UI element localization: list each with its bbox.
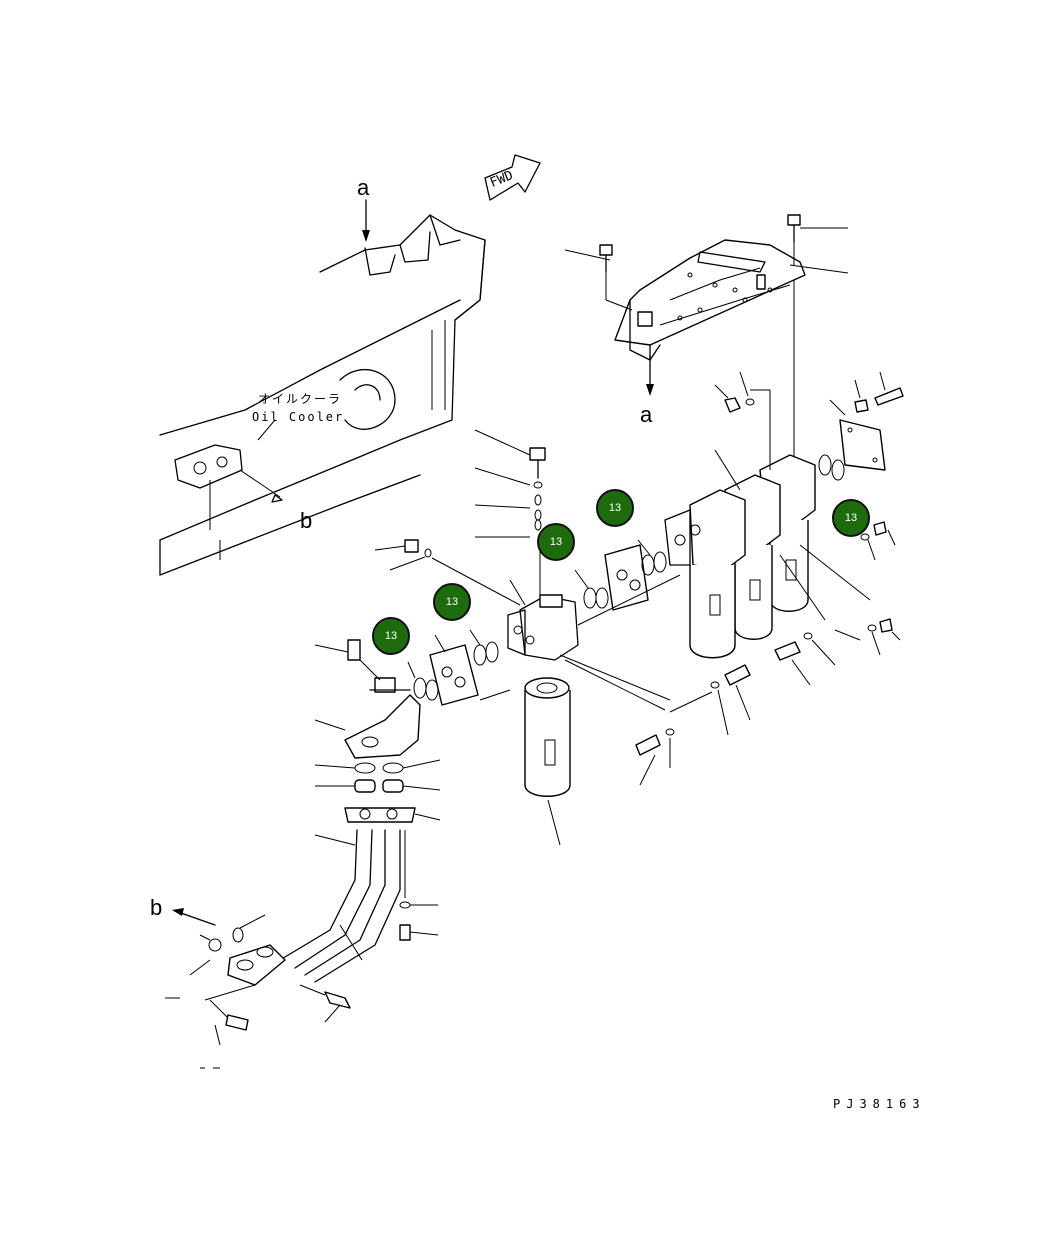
- triple-filter-assembly: [635, 371, 904, 786]
- callout-13[interactable]: 13: [537, 523, 575, 561]
- reference-letter-a-bottom: a: [640, 402, 653, 427]
- callout-13[interactable]: 13: [372, 617, 410, 655]
- oil-cooler-label-japanese: オイルクーラ: [258, 392, 343, 406]
- reference-arrows: [172, 199, 654, 926]
- fwd-arrow: [484, 154, 541, 201]
- mounting-bracket: [564, 214, 849, 460]
- callout-13[interactable]: 13: [433, 583, 471, 621]
- drawing-code: PJ38163: [833, 1097, 926, 1111]
- callout-13[interactable]: 13: [832, 499, 870, 537]
- lower-filter-head: [165, 539, 681, 1069]
- engine-block: [159, 214, 486, 576]
- reference-letter-b-left: b: [150, 895, 163, 920]
- center-filter-head: [474, 429, 671, 846]
- reference-letter-a-top: a: [357, 175, 370, 200]
- oil-cooler-label-english: Oil Cooler: [252, 410, 345, 424]
- reference-letter-b-right: b: [300, 508, 313, 533]
- callout-13[interactable]: 13: [596, 489, 634, 527]
